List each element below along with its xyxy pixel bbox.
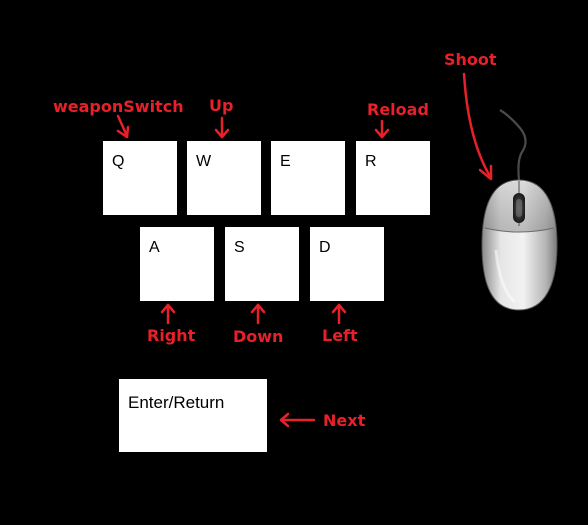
computer-mouse-icon xyxy=(481,109,558,311)
callout-reload: Reload xyxy=(367,100,429,119)
key-d-label: D xyxy=(319,239,331,256)
arrow-shoot xyxy=(462,72,493,181)
key-w: W xyxy=(187,141,261,215)
key-d: D xyxy=(310,227,384,301)
key-r-label: R xyxy=(365,153,377,170)
key-enter-label: Enter/Return xyxy=(128,393,225,412)
callout-left: Left xyxy=(322,326,358,345)
callout-up: Up xyxy=(209,96,234,115)
key-s: S xyxy=(225,227,299,301)
key-q: Q xyxy=(103,141,177,215)
key-a-label: A xyxy=(149,239,160,256)
key-e: E xyxy=(271,141,345,215)
key-r: R xyxy=(356,141,430,215)
key-a: A xyxy=(140,227,214,301)
arrow-next xyxy=(279,412,316,428)
key-s-label: S xyxy=(234,239,245,256)
key-e-label: E xyxy=(280,153,291,170)
key-w-label: W xyxy=(196,153,212,170)
callout-shoot: Shoot xyxy=(444,50,497,69)
arrow-reload xyxy=(374,119,390,139)
callout-down: Down xyxy=(233,327,284,346)
arrow-weapon-switch xyxy=(116,114,130,139)
key-enter: Enter/Return xyxy=(119,379,267,452)
arrow-right xyxy=(160,303,176,325)
arrow-up xyxy=(214,116,230,139)
key-q-label: Q xyxy=(112,153,125,170)
callout-weapon-switch: weaponSwitch xyxy=(53,97,184,116)
callout-right: Right xyxy=(147,326,196,345)
arrow-left xyxy=(331,303,347,325)
callout-next: Next xyxy=(323,411,366,430)
arrow-down xyxy=(250,303,266,325)
